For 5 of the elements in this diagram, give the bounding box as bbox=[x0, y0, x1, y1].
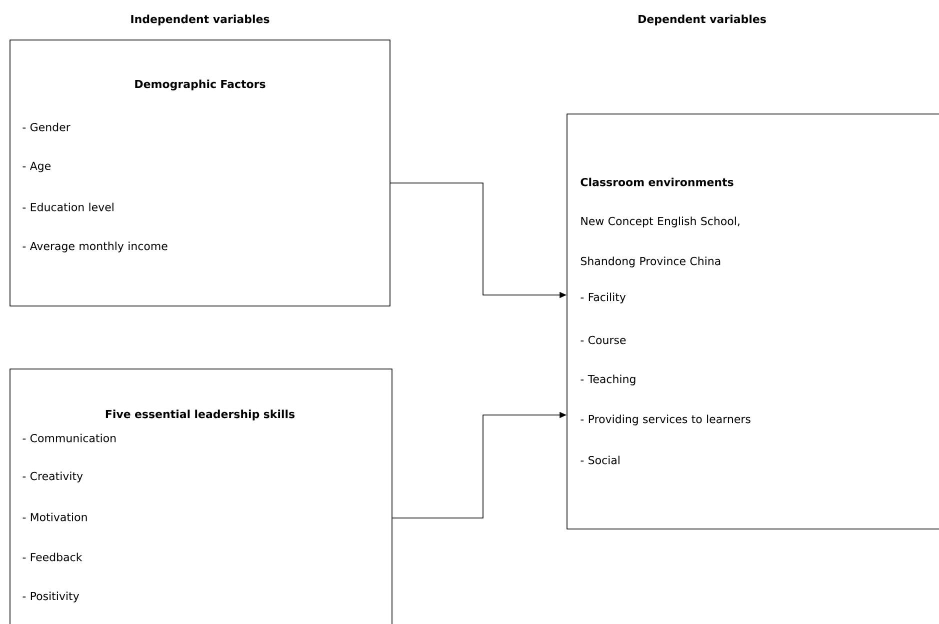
text-box: Classroom environments New Concept English School, Shandong Province China - Facility - Course - Teaching - Providing services to learners - Social bbox=[566, 114, 939, 530]
column-heading: Dependent variables bbox=[638, 14, 766, 26]
text-box: Demographic Factors - Gender - Age - Education level - Average monthly income bbox=[10, 40, 390, 306]
column-heading: Independent variables bbox=[131, 14, 270, 26]
text-box: Five essential leadership skills - Communication - Creativity - Motivation - Feedback - Positivity bbox=[10, 368, 392, 624]
